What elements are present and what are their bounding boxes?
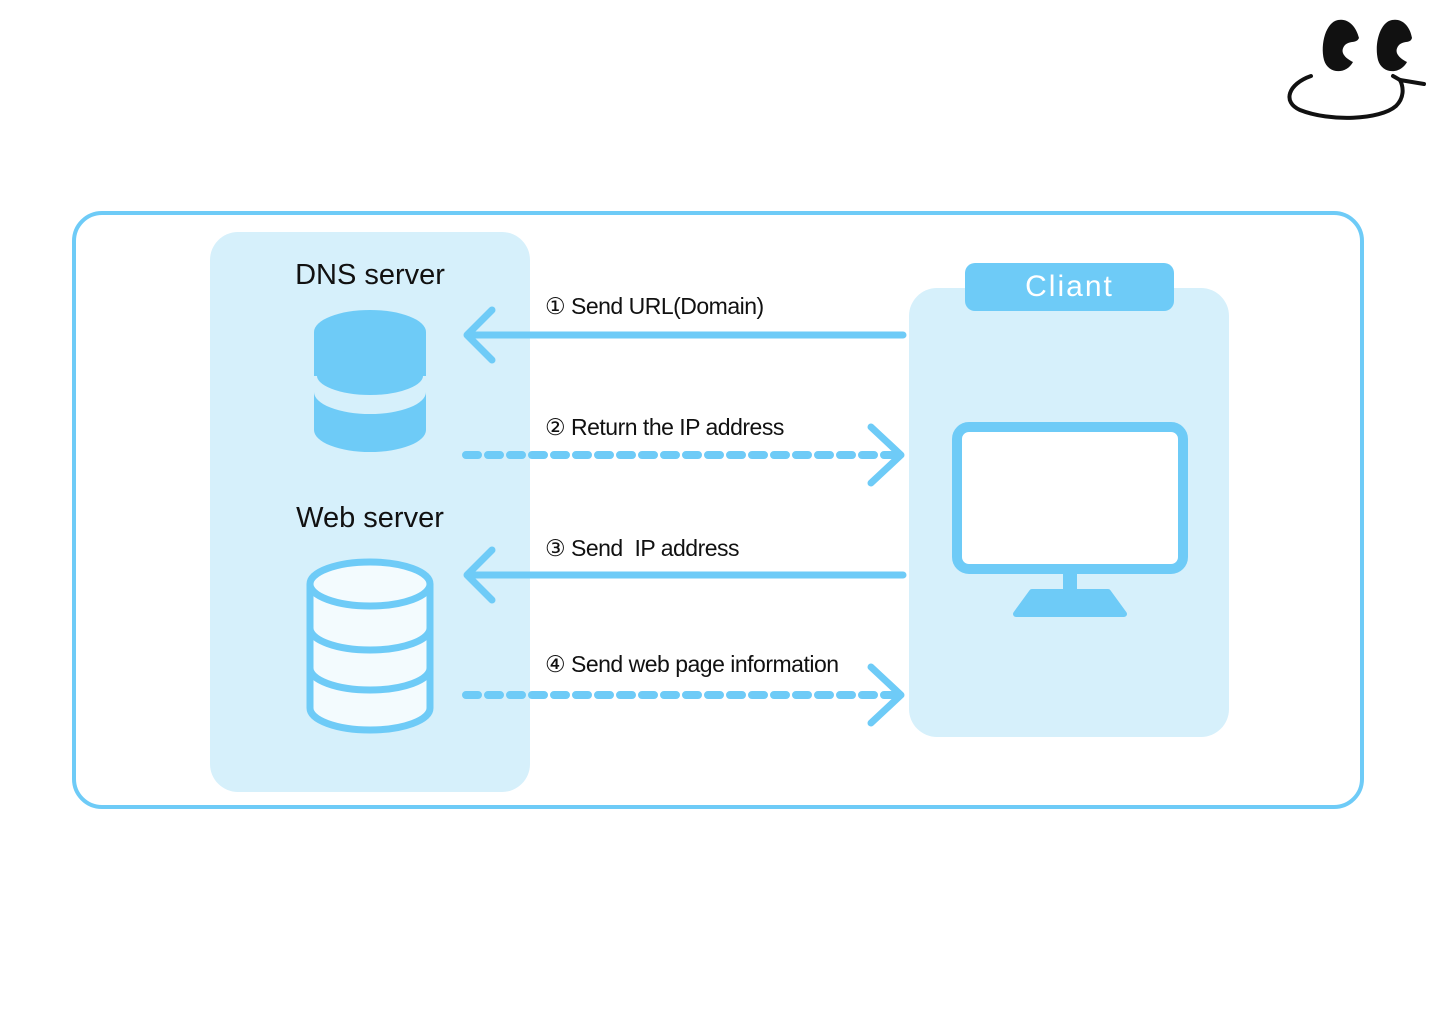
step-2-label: ② Return the IP address: [545, 414, 784, 440]
monitor-icon: [952, 422, 1188, 617]
web-server-title: Web server: [296, 502, 444, 534]
client-title: Cliant: [965, 263, 1174, 311]
step-4-label: ④ Send web page information: [545, 651, 839, 677]
step-3-label: ③ Send IP address: [545, 535, 740, 561]
dns-server-title: DNS server: [295, 259, 445, 291]
database-icon: [311, 310, 429, 452]
database-icon: [306, 558, 434, 734]
step-2-arrow: [462, 423, 905, 487]
diagram-frame: [72, 211, 1364, 809]
step-4-arrow: [462, 663, 905, 727]
step-1-label: ① Send URL(Domain): [545, 293, 764, 319]
step-3-arrow: [463, 546, 907, 604]
step-1-arrow: [463, 306, 907, 364]
